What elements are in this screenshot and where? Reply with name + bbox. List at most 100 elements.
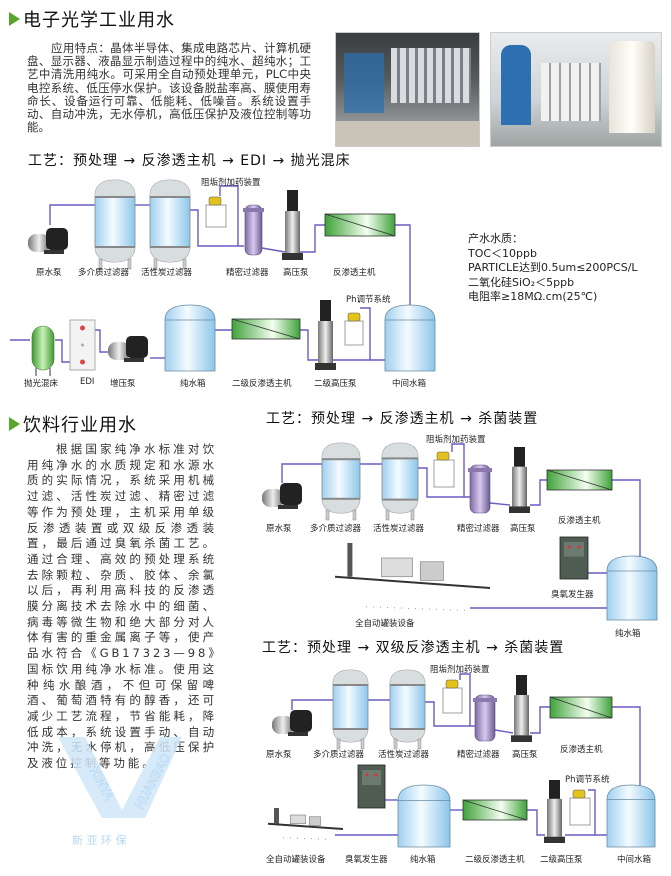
equipment-label-dosing: 阻垢剂加药装置 — [426, 435, 486, 445]
filter-tank-icon — [389, 669, 426, 750]
edi-module-icon — [69, 319, 96, 371]
section1-process-title: 工艺：预处理 → 反渗透主机 → EDI → 抛光混床 — [28, 153, 351, 169]
ro-membrane-icon — [546, 469, 613, 491]
pipe-line — [527, 809, 545, 836]
cartridge-filter-icon — [468, 464, 492, 514]
equipment-label-ozone: 臭氧发生器 — [345, 855, 388, 865]
pipe-line — [281, 463, 322, 483]
high-pressure-pump-icon — [315, 300, 336, 370]
middle-tank-icon — [384, 304, 436, 372]
pipe-line — [530, 706, 550, 734]
section-bullet-icon — [9, 417, 20, 431]
pipe-line — [49, 204, 95, 225]
equipment-label-hp-pump2: 二级高压泵 — [540, 855, 583, 865]
dosing-device-icon — [433, 451, 455, 488]
pipe-line — [451, 443, 465, 497]
high-pressure-pump-icon — [544, 780, 565, 843]
equipment-label-ph: Ph调节系统 — [565, 775, 610, 785]
filter-tank-icon — [381, 442, 419, 521]
section-bullet-icon — [9, 12, 20, 26]
equipment-label-ph: Ph调节系统 — [346, 295, 391, 305]
equipment-label-precision-filter: 精密过滤器 — [457, 750, 500, 760]
equipment-label-hp-pump: 高压泵 — [512, 750, 538, 760]
pipe-line — [612, 706, 641, 787]
high-pressure-pump-icon — [511, 675, 532, 742]
pure-water-tank-icon — [606, 555, 658, 621]
ro-membrane-icon — [462, 799, 528, 821]
ozone-generator-icon — [559, 536, 589, 580]
pipe-line — [588, 789, 607, 836]
watermark-logo: XINYA HUANBAO 新 亚 环 保 — [50, 732, 190, 862]
floor — [336, 121, 479, 146]
equipment-label-hp-pump2: 二级高压泵 — [314, 379, 357, 389]
pipe-line — [300, 329, 318, 361]
dosing-device-icon — [205, 196, 227, 228]
white-tank — [609, 41, 655, 133]
section1-paragraph: 应用特点：晶体半导体、集成电路芯片、计算机硬盘、显示器、液晶显示制造过程中的纯水… — [27, 41, 311, 135]
pipe-line — [360, 307, 385, 361]
pure-water-tank-icon — [397, 784, 451, 848]
middle-tank-icon — [606, 784, 656, 848]
equipment-label-mid-tank: 中间水箱 — [392, 379, 427, 389]
ro-membrane-icon — [549, 696, 613, 719]
dosing-device-icon — [442, 679, 463, 714]
filter-tank-icon — [332, 669, 369, 750]
equipment-label-ro: 反渗透主机 — [333, 268, 376, 278]
equipment-label-carbon-filter: 活性炭过滤器 — [378, 750, 430, 760]
equipment-label-mid-tank: 中间水箱 — [617, 855, 652, 865]
equipment-frame — [541, 63, 601, 121]
pipe-line — [190, 209, 244, 247]
watermark-chinese: 新 亚 环 保 — [72, 833, 127, 847]
pipe-line — [425, 701, 475, 727]
cartridge-filter-icon — [473, 694, 497, 742]
filling-line-icon — [334, 543, 491, 611]
equipment-label-ro2: 二级反渗透主机 — [232, 379, 292, 389]
equipment-label-hp-pump: 高压泵 — [510, 524, 536, 534]
filter-tank-icon — [321, 442, 361, 521]
section2-paragraph: 根据国家纯净水标准对饮用纯净水的水质规定和水源水质的实际情况，系统采用机械过滤、… — [27, 442, 217, 771]
dosing-device-icon — [569, 789, 591, 826]
equipment-label-carbon-filter: 活性炭过滤器 — [373, 524, 425, 534]
pipe-line — [95, 329, 110, 353]
equipment-label-filling: 全自动罐装设备 — [266, 855, 326, 865]
pipe-line — [418, 467, 470, 498]
equipment-label-ro: 反渗透主机 — [558, 516, 601, 526]
factory-photo-1 — [335, 32, 480, 147]
water-quality-particle: PARTICLE达到0.5um≤200PCS/L — [468, 261, 638, 274]
equipment-label-precision-filter: 精密过滤器 — [457, 524, 500, 534]
equipment-label-multi-filter: 多介质过滤器 — [313, 750, 365, 760]
process-b-title: 工艺：预处理 → 双级反渗透主机 → 杀菌装置 — [262, 640, 565, 656]
equipment-label-ozone: 臭氧发生器 — [551, 590, 594, 600]
equipment-label-pure-tank: 纯水箱 — [615, 629, 641, 639]
water-quality-block: 产水水质： TOC＜10ppb PARTICLE达到0.5um≤200PCS/L… — [468, 232, 638, 305]
pipe-line — [261, 247, 286, 253]
pipe-line — [489, 502, 511, 506]
dosing-device-icon — [344, 312, 364, 346]
pure-water-tank-icon — [164, 304, 216, 372]
equipment-label-raw-pump: 原水泵 — [266, 750, 292, 760]
equipment-label-carbon-filter: 活性炭过滤器 — [141, 268, 193, 278]
section2-heading: 饮料行业用水 — [23, 415, 137, 436]
equipment-label-dosing: 阻垢剂加药装置 — [201, 178, 261, 188]
high-pressure-pump-icon — [282, 190, 303, 260]
pipe-line — [55, 339, 70, 363]
pipe-line — [395, 224, 411, 307]
cartridge-filter-icon — [243, 204, 264, 256]
equipment-label-pure-tank: 纯水箱 — [410, 855, 436, 865]
equipment-rack — [391, 48, 471, 103]
pipe-line — [219, 185, 239, 246]
pipe-line — [291, 699, 333, 710]
water-quality-toc: TOC＜10ppb — [468, 246, 538, 260]
equipment-label-hp-pump: 高压泵 — [283, 268, 309, 278]
water-quality-silica: 二氧化硅SiO₂＜5ppb — [468, 275, 575, 289]
pipe-line — [494, 729, 514, 734]
equipment-label-filling: 全自动罐装设备 — [355, 619, 415, 629]
blue-tank — [501, 45, 531, 125]
equipment-label-multi-filter: 多介质过滤器 — [78, 268, 130, 278]
pump-icon — [262, 483, 302, 509]
ro-membrane-icon — [324, 213, 396, 237]
water-quality-resistivity: 电阻率≥18MΩ.cm(25℃) — [468, 290, 598, 303]
equipment-label-polish: 抛光混床 — [24, 379, 59, 389]
